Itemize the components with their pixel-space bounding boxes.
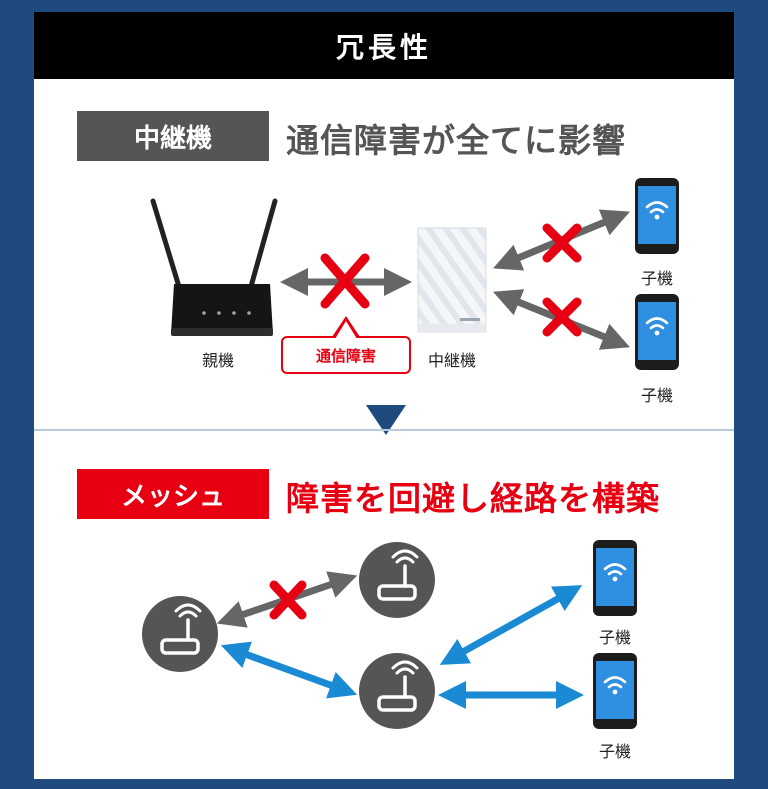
router-label: 親機 [201, 351, 235, 370]
mesh-node-icon [142, 596, 218, 672]
failure-x-icon [542, 297, 582, 337]
failure-callout: 通信障害 [281, 336, 411, 374]
failure-x-icon [542, 223, 582, 263]
client-label: 子機 [640, 386, 674, 405]
repeater-headline: 通信障害が全てに影響 [286, 121, 626, 160]
callout-tail-fill [335, 321, 357, 339]
smartphone-icon [635, 294, 679, 370]
smartphone-icon [593, 653, 637, 729]
failure-x-icon [320, 253, 370, 309]
smartphone-icon [635, 178, 679, 254]
mesh-link-client-1 [439, 585, 583, 665]
mesh-link-reroute [220, 641, 358, 699]
mesh-headline: 障害を回避し経路を構築 [286, 479, 660, 518]
router-icon [150, 198, 278, 336]
client-label: 子機 [598, 742, 632, 761]
client-label: 子機 [640, 269, 674, 288]
repeater-badge: 中継機 [77, 111, 269, 161]
content-panel: 冗長性 中継機 通信障害が全てに影響 [34, 12, 734, 779]
mesh-node-icon [359, 542, 435, 618]
repeater-label: 中継機 [427, 351, 477, 370]
repeater-device-icon [417, 227, 487, 333]
client-label: 子機 [598, 628, 632, 647]
page-title: 冗長性 [34, 12, 734, 79]
diagram-graphics [142, 178, 679, 729]
failure-x-icon [269, 580, 307, 620]
smartphone-icon [593, 540, 637, 616]
mesh-badge: メッシュ [77, 469, 269, 519]
down-arrow-icon [366, 405, 406, 435]
section-divider [34, 429, 734, 431]
mesh-node-icon [359, 653, 435, 729]
